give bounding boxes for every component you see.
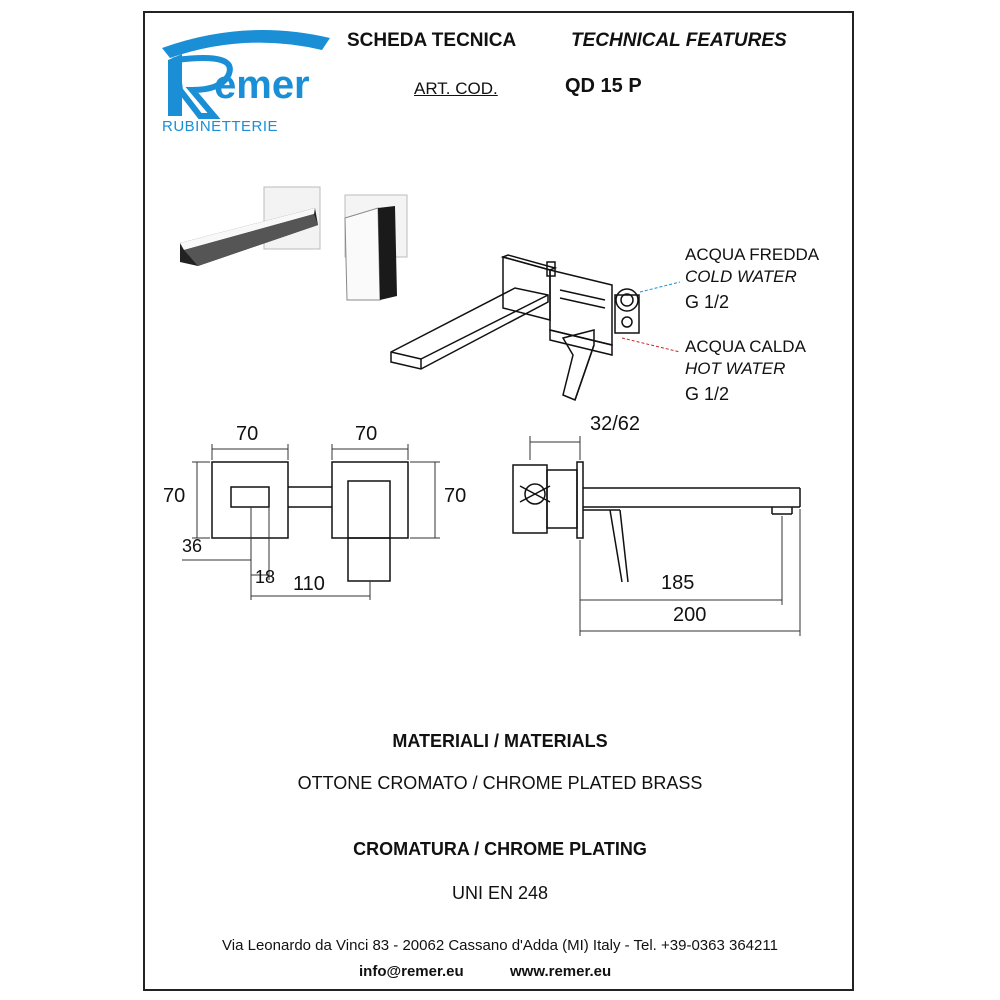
hot-water-en: HOT WATER: [685, 359, 786, 378]
footer-address: Via Leonardo da Vinci 83 - 20062 Cassano…: [222, 937, 778, 954]
connection-leaders: [621, 281, 681, 353]
plating-heading: CROMATURA / CHROME PLATING: [353, 839, 647, 859]
dim-total-length: 200: [673, 604, 707, 626]
side-view-dimensions: [529, 436, 801, 636]
dim-wall-depth: 32/62: [590, 413, 641, 435]
footer-website[interactable]: www.remer.eu: [510, 963, 612, 980]
dim-spout-reach: 185: [661, 572, 695, 594]
remer-logo: emer: [162, 30, 330, 119]
footer-email[interactable]: info@remer.eu: [359, 963, 464, 980]
title-english: TECHNICAL FEATURES: [571, 30, 787, 51]
logo-wordmark: emer: [214, 63, 310, 107]
front-view-dimensions: [182, 444, 440, 600]
technical-sheet: [143, 11, 854, 991]
hot-water-it: ACQUA CALDA: [685, 337, 806, 356]
materials-value: OTTONE CROMATO / CHROME PLATED BRASS: [297, 773, 703, 793]
cold-water-it: ACQUA FREDDA: [685, 245, 820, 264]
hot-water-size: G 1/2: [685, 384, 730, 404]
dim-left-plate-height: 70: [163, 485, 186, 507]
materials-heading: MATERIALI / MATERIALS: [392, 731, 608, 751]
dim-left-plate-width: 70: [236, 423, 259, 445]
plating-value: UNI EN 248: [451, 883, 549, 903]
logo-subtitle: RUBINETTERIE: [162, 118, 279, 135]
art-code-value: QD 15 P: [565, 75, 642, 97]
art-code-label: ART. COD.: [414, 79, 498, 98]
isometric-drawing: [390, 254, 640, 401]
side-view-drawing: [512, 461, 801, 583]
product-photo: [180, 186, 408, 301]
dim-spout-offset: 36: [182, 536, 203, 556]
dim-right-plate-width: 70: [355, 423, 378, 445]
dim-spout-height: 18: [255, 567, 276, 587]
front-view-drawing: [211, 461, 409, 582]
dim-center-distance: 110: [293, 573, 325, 595]
cold-water-size: G 1/2: [685, 292, 730, 312]
dim-right-plate-height: 70: [444, 485, 467, 507]
cold-water-en: COLD WATER: [685, 267, 797, 286]
title-italian: SCHEDA TECNICA: [347, 30, 517, 51]
